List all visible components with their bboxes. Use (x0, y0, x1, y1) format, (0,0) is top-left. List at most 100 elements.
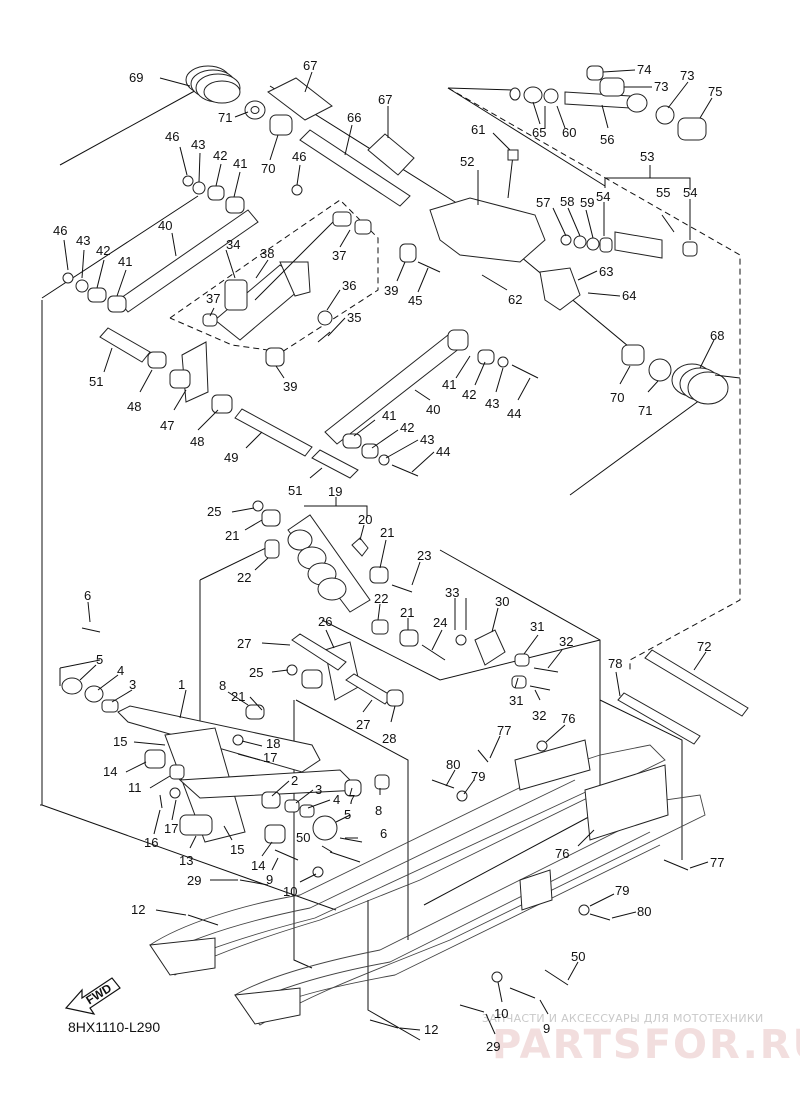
callout-75: 75 (699, 84, 722, 119)
callout-number: 54 (683, 185, 697, 200)
callout-number: 41 (382, 408, 396, 423)
callout-number: 21 (231, 689, 245, 704)
callout-number: 67 (378, 92, 392, 107)
callout-number: 7 (348, 792, 355, 807)
callout-number: 73 (680, 68, 694, 83)
callout-number: 14 (251, 858, 265, 873)
callout-55: 55 (656, 185, 670, 200)
callout-number: 15 (113, 734, 127, 749)
callout-number: 4 (117, 663, 124, 678)
callout-21: 21 (379, 525, 394, 569)
callout-76: 76 (555, 829, 595, 861)
callout-number: 34 (226, 237, 240, 252)
callout-number: 66 (347, 110, 361, 125)
callout-54: 54 (596, 189, 610, 236)
callout-number: 3 (129, 677, 136, 692)
callout-number: 32 (559, 634, 573, 649)
callout-number: 64 (622, 288, 636, 303)
callout-44: 44 (411, 444, 450, 473)
callout-23: 23 (411, 548, 431, 586)
callout-79: 79 (463, 769, 485, 795)
callout-number: 22 (374, 591, 388, 606)
callout-number: 70 (610, 390, 624, 405)
callout-22: 22 (374, 591, 388, 621)
torsion-spring-left (59, 65, 241, 166)
callout-14: 14 (103, 761, 147, 779)
callout-43: 43 (76, 233, 90, 279)
callout-number: 37 (206, 291, 220, 306)
callout-25: 25 (249, 665, 289, 680)
forward-arrow: FWD (64, 977, 121, 1015)
callout-56: 56 (600, 104, 614, 147)
callout-15: 15 (113, 734, 166, 749)
callout-number: 9 (543, 1021, 550, 1036)
watermark-tagline: ЗАПЧАСТИ И АКСЕССУАРЫ ДЛЯ МОТОТЕХНИКИ (482, 1012, 764, 1025)
callout-number: 36 (342, 278, 356, 293)
callout-20: 20 (358, 512, 372, 541)
callout-63: 63 (577, 264, 613, 281)
callout-number: 56 (600, 132, 614, 147)
callout-number: 63 (599, 264, 613, 279)
callout-25: 25 (207, 504, 255, 519)
callout-number: 67 (303, 58, 317, 73)
callout-number: 70 (261, 161, 275, 176)
callout-number: 10 (494, 1006, 508, 1021)
slide-rails (149, 739, 706, 1026)
callout-number: 80 (637, 904, 651, 919)
callout-64: 64 (587, 288, 636, 303)
callout-10: 10 (494, 981, 508, 1021)
callout-number: 71 (218, 110, 232, 125)
callout-78: 78 (608, 656, 622, 697)
callout-73: 73 (624, 79, 668, 94)
shaft-72 (644, 649, 749, 717)
callout-number: 35 (347, 310, 361, 325)
callout-77: 77 (689, 855, 724, 870)
callout-number: 42 (400, 420, 414, 435)
callout-80: 80 (445, 757, 460, 787)
callout-number: 17 (263, 750, 277, 765)
callout-number: 71 (638, 403, 652, 418)
callout-number: 4 (333, 792, 340, 807)
callout-number: 32 (532, 708, 546, 723)
bracket-52 (429, 197, 546, 263)
callout-51: 51 (288, 467, 323, 498)
callout-number: 41 (233, 156, 247, 171)
callout-54: 54 (683, 185, 697, 240)
callout-number: 25 (207, 504, 221, 519)
callout-66: 66 (344, 110, 361, 156)
callout-number: 31 (509, 693, 523, 708)
callout-42: 42 (371, 420, 414, 449)
callout-number: 22 (237, 570, 251, 585)
callout-number: 12 (424, 1022, 438, 1037)
callout-44: 44 (507, 377, 531, 421)
front-arm-1 (117, 705, 321, 773)
callout-22: 22 (237, 557, 269, 585)
callout-67: 67 (378, 92, 392, 138)
callout-number: 79 (615, 883, 629, 898)
callout-4: 4 (307, 792, 340, 809)
callout-43: 43 (385, 432, 434, 459)
callout-number: 72 (697, 639, 711, 654)
callout-46: 46 (292, 149, 306, 186)
callout-10: 10 (283, 873, 317, 899)
callout-number: 8 (375, 803, 382, 818)
callout-5: 5 (79, 652, 103, 681)
callout-42: 42 (462, 361, 486, 402)
callout-38: 38 (255, 246, 274, 279)
callout-number: 74 (637, 62, 651, 77)
callout-3: 3 (111, 677, 136, 703)
callout-number: 14 (103, 764, 117, 779)
callout-73: 73 (667, 68, 694, 109)
callout-number: 29 (486, 1039, 500, 1054)
callout-40: 40 (414, 389, 440, 417)
callout-number: 61 (471, 122, 485, 137)
callout-number: 43 (420, 432, 434, 447)
callout-number: 21 (225, 528, 239, 543)
parts (59, 65, 749, 1029)
callout-number: 21 (400, 605, 414, 620)
callout-number: 9 (266, 872, 273, 887)
torsion-spring-right (569, 363, 741, 496)
callout-number: 50 (571, 949, 585, 964)
callout-number: 39 (384, 283, 398, 298)
callout-48: 48 (127, 369, 153, 414)
